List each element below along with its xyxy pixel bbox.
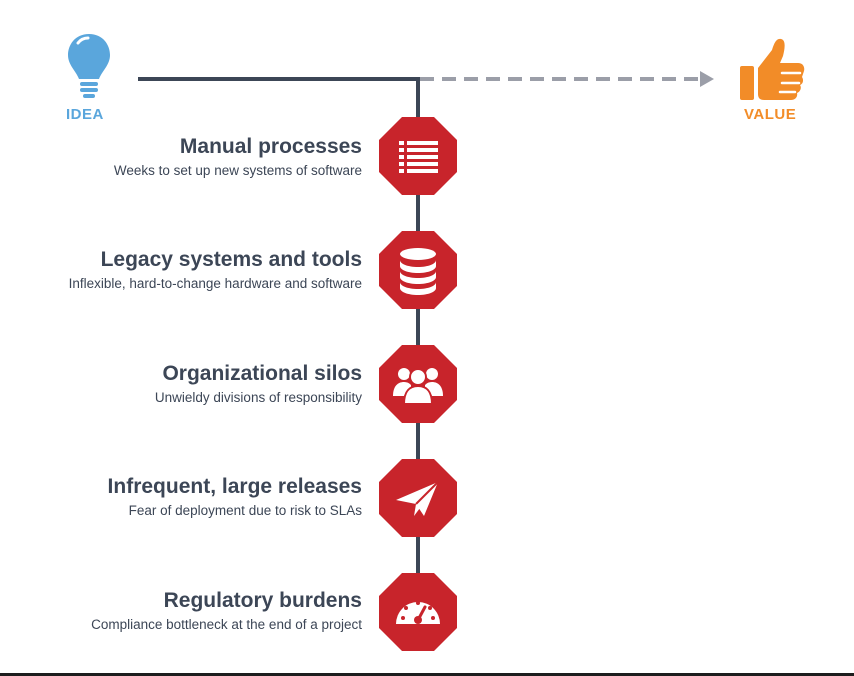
obstacle-4-text: Infrequent, large releases Fear of deplo… [2,475,362,520]
paper-plane-icon [396,481,439,516]
stop-sign-4 [379,459,457,537]
obstacle-5-title: Regulatory burdens [163,589,362,612]
stop-sign-1 [379,117,457,195]
bottom-rule [0,673,854,676]
obstacle-1-description: Weeks to set up new systems of software [113,163,362,178]
stop-sign-3 [379,345,457,423]
obstacle-2-text: Legacy systems and tools Inflexible, har… [2,248,362,293]
obstacle-4-title: Infrequent, large releases [107,475,362,498]
obstacle-1-title: Manual processes [179,135,362,158]
obstacle-1-text: Manual processes Weeks to set up new sys… [2,135,362,180]
database-icon [400,248,436,295]
obstacle-3-title: Organizational silos [162,362,362,385]
arrowhead [700,71,714,87]
gauge-icon [396,601,440,624]
obstacle-5-text: Regulatory burdens Compliance bottleneck… [2,589,362,634]
thumbs-up-icon [740,38,805,100]
stop-sign-2 [379,231,457,309]
list-icon [399,141,438,173]
obstacle-3-text: Organizational silos Unwieldy divisions … [2,362,362,407]
stop-sign-5 [379,573,457,651]
obstacle-4-description: Fear of deployment due to risk to SLAs [128,503,362,518]
obstacle-5-description: Compliance bottleneck at the end of a pr… [91,617,362,632]
obstacle-2-description: Inflexible, hard-to-change hardware and … [68,276,362,291]
obstacle-3-description: Unwieldy divisions of responsibility [154,390,362,405]
value-label: VALUE [744,106,797,123]
obstacle-2-title: Legacy systems and tools [100,248,362,271]
idea-label: IDEA [66,106,104,123]
lightbulb-icon [68,34,110,98]
people-icon [393,368,443,405]
